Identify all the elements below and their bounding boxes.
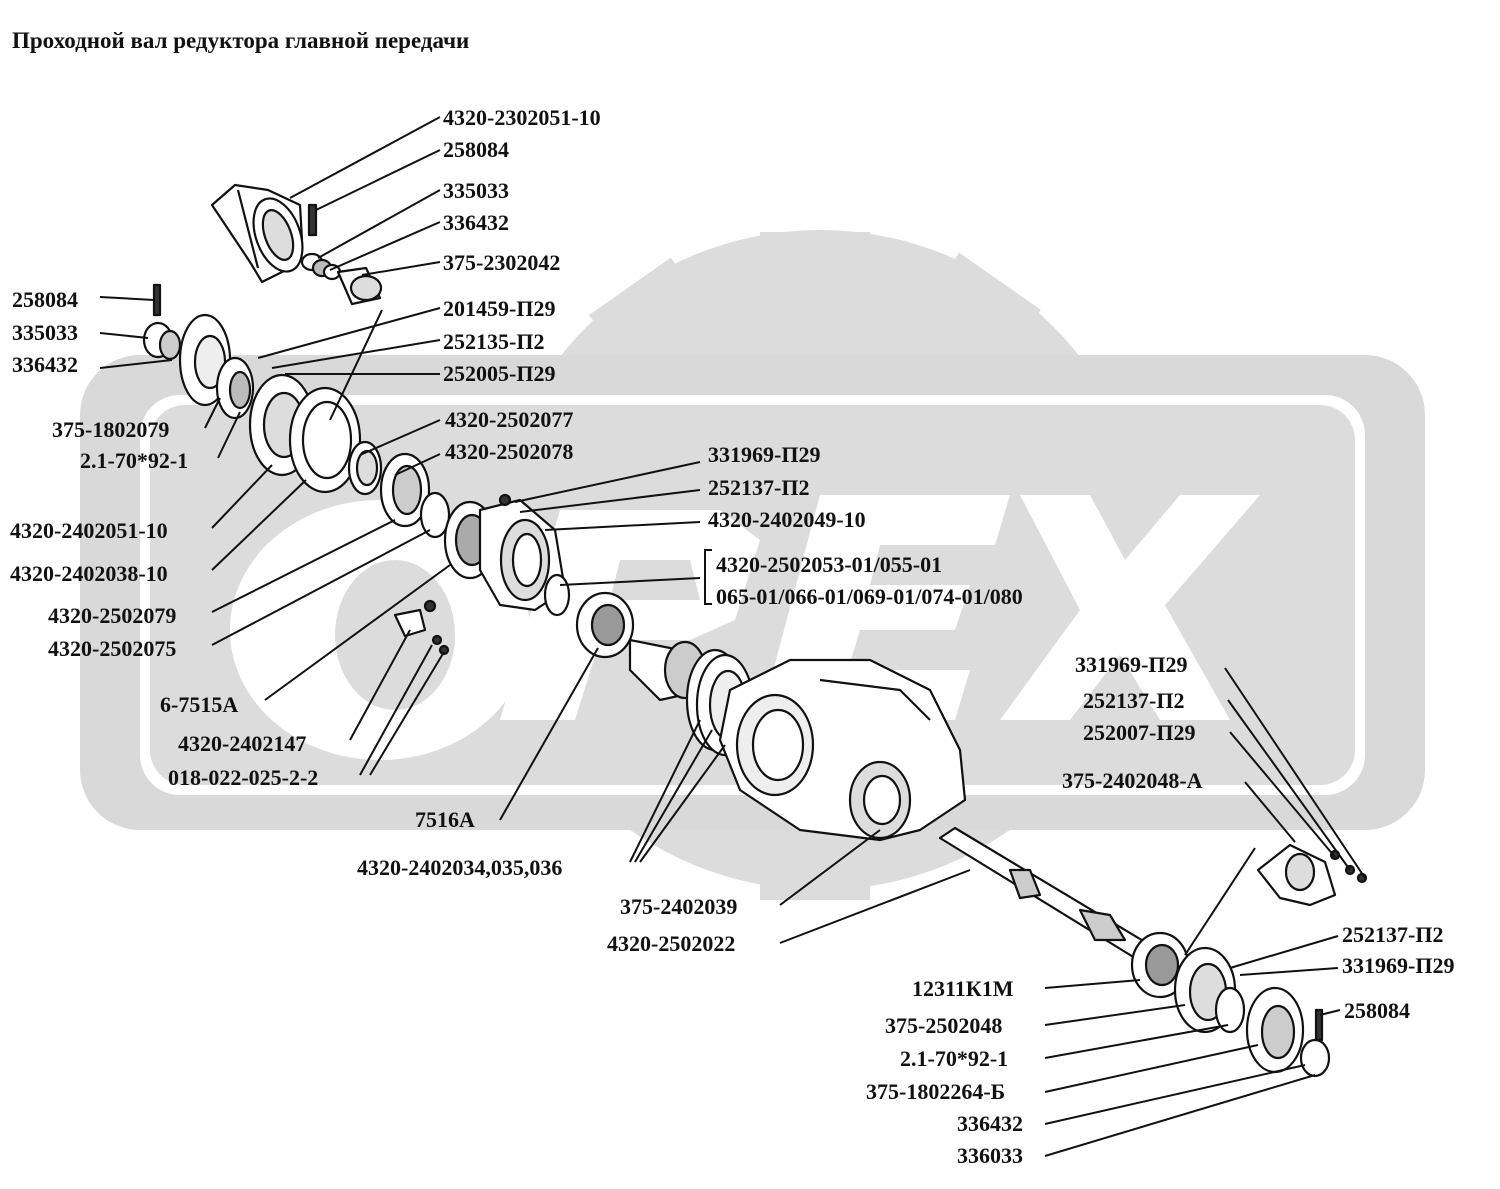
label-252137-p2-right: 252137-П2 xyxy=(1083,688,1184,713)
label-4320-2402049-10: 4320-2402049-10 xyxy=(708,507,866,532)
label-331969-p29-mid: 331969-П29 xyxy=(708,442,820,467)
label-335033-left: 335033 xyxy=(12,320,78,345)
label-252007-p29: 252007-П29 xyxy=(1083,720,1195,745)
left-flange-part xyxy=(142,283,255,420)
gasket-part xyxy=(288,386,362,494)
washers-top-part xyxy=(300,252,342,281)
label-2-1-70-92-1-left: 2.1-70*92-1 xyxy=(80,448,188,473)
label-335033-top: 335033 xyxy=(443,178,509,203)
label-375-2302042: 375-2302042 xyxy=(443,250,560,275)
label-7516a: 7516А xyxy=(415,807,475,832)
label-258084-bottom: 258084 xyxy=(1344,998,1410,1023)
gear-shaft-part xyxy=(628,638,707,702)
top-cover-part xyxy=(210,183,304,284)
bearing-7516a-part xyxy=(575,591,635,659)
label-252137-p2-bottom: 252137-П2 xyxy=(1342,922,1443,947)
bearing-housing-part xyxy=(478,493,567,612)
label-4320-2402147: 4320-2402147 xyxy=(178,731,306,756)
leader-lines xyxy=(99,116,1366,1157)
label-4320-2502079: 4320-2502079 xyxy=(48,603,176,628)
label-4320-2302051-10: 4320-2302051-10 xyxy=(443,105,601,130)
label-252005-p29: 252005-П29 xyxy=(443,361,555,386)
label-4320-2502022: 4320-2502022 xyxy=(607,931,735,956)
label-375-2402039: 375-2402039 xyxy=(620,894,737,919)
label-4320-2402051-10: 4320-2402051-10 xyxy=(10,518,168,543)
label-4320-2502075: 4320-2502075 xyxy=(48,636,176,661)
right-cover-part xyxy=(1173,946,1246,1034)
shim-part xyxy=(543,573,571,617)
label-258084-left: 258084 xyxy=(12,287,78,312)
label-375-2402048-a: 375-2402048-А xyxy=(1062,768,1203,793)
label-4320-2402034: 4320-2402034,035,036 xyxy=(357,855,562,880)
page-title: Проходной вал редуктора главной передачи xyxy=(12,28,470,53)
label-2-1-70-92-1-bottom: 2.1-70*92-1 xyxy=(900,1046,1008,1071)
label-12311k1m: 12311К1М xyxy=(912,976,1014,1001)
label-375-1802264-b: 375-1802264-Б xyxy=(866,1079,1005,1104)
parts-drawing xyxy=(142,183,1368,1078)
label-336432-bottom: 336432 xyxy=(957,1111,1023,1136)
label-4320-2502078: 4320-2502078 xyxy=(445,439,573,464)
bearing-right-part xyxy=(1130,931,1190,999)
label-4320-2502077: 4320-2502077 xyxy=(445,407,573,432)
label-6-7515a: 6-7515А xyxy=(160,692,238,717)
label-4320-2502053-01: 4320-2502053-01/055-01 xyxy=(716,552,942,577)
label-065-01-series: 065-01/066-01/069-01/074-01/080 xyxy=(716,584,1023,609)
ring-set-part xyxy=(347,440,451,539)
label-018-022-025-2-2: 018-022-025-2-2 xyxy=(168,765,318,790)
pins-part xyxy=(393,599,450,656)
label-331969-p29-bottom: 331969-П29 xyxy=(1342,953,1454,978)
label-336432-left: 336432 xyxy=(12,352,78,377)
main-housing-part xyxy=(718,658,967,842)
label-201459-p29: 201459-П29 xyxy=(443,296,555,321)
long-shaft-part xyxy=(938,826,1152,960)
part-labels: 4320-2302051-10 258084 335033 336432 375… xyxy=(10,105,1454,1168)
label-336033-bottom: 336033 xyxy=(957,1143,1023,1168)
label-258084-top: 258084 xyxy=(443,137,509,162)
label-252135-p2: 252135-П2 xyxy=(443,329,544,354)
label-252137-p2-mid: 252137-П2 xyxy=(708,475,809,500)
label-375-1802079: 375-1802079 xyxy=(52,417,169,442)
label-4320-2402038-10: 4320-2402038-10 xyxy=(10,561,168,586)
right-flange-part xyxy=(1245,986,1331,1078)
bolt-top-part xyxy=(307,203,318,237)
sleeve-part xyxy=(336,266,383,306)
label-336432-top: 336432 xyxy=(443,210,509,235)
label-331969-p29-right: 331969-П29 xyxy=(1075,652,1187,677)
label-375-2502048: 375-2502048 xyxy=(885,1013,1002,1038)
